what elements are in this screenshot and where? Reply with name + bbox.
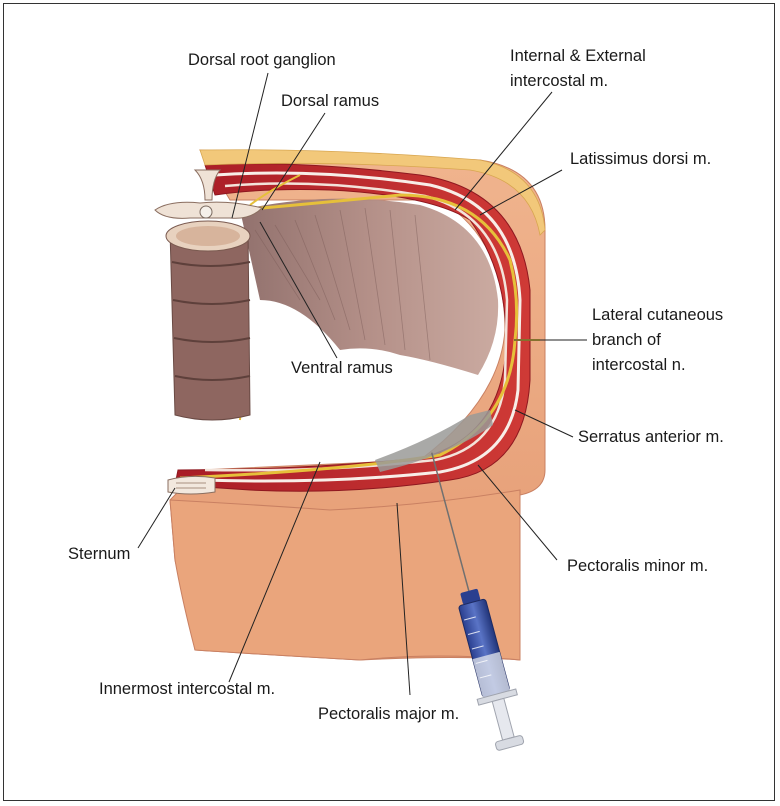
label-ventral-ramus: Ventral ramus bbox=[291, 359, 393, 377]
intercostal-nerve bbox=[179, 193, 519, 480]
injectate-spread bbox=[375, 410, 493, 472]
label-lateral-cutaneous-line1: Lateral cutaneous bbox=[592, 306, 724, 324]
sternum-shape bbox=[167, 475, 216, 495]
fascia-layer-outer bbox=[199, 171, 522, 483]
label-innermost-intercostal: Innermost intercostal m. bbox=[99, 680, 276, 698]
vertebral-column bbox=[165, 220, 251, 421]
label-internal-external-line2: intercostal m. bbox=[510, 72, 609, 90]
subcutaneous-fat bbox=[199, 149, 546, 236]
label-dorsal-ramus: Dorsal ramus bbox=[281, 92, 380, 110]
label-lateral-cutaneous-line3: intercostal n. bbox=[592, 356, 686, 374]
syringe bbox=[431, 452, 525, 751]
anterior-skin-block bbox=[169, 489, 521, 661]
label-lateral-cutaneous-line2: branch of bbox=[592, 331, 661, 349]
label-pectoralis-major: Pectoralis major m. bbox=[318, 705, 460, 723]
needle bbox=[431, 452, 471, 593]
label-serratus-anterior: Serratus anterior m. bbox=[578, 428, 724, 446]
dorsal-ramus-nerve bbox=[249, 174, 301, 206]
label-latissimus-dorsi: Latissimus dorsi m. bbox=[570, 150, 712, 168]
leader-lines bbox=[137, 72, 587, 696]
label-internal-external-line1: Internal & External bbox=[510, 47, 646, 65]
label-sternum: Sternum bbox=[68, 545, 131, 563]
figure-frame bbox=[3, 3, 775, 801]
muscle-striations bbox=[254, 207, 431, 361]
thoracic-cavity-wall bbox=[240, 198, 499, 375]
label-dorsal-root-ganglion: Dorsal root ganglion bbox=[188, 51, 336, 69]
label-pectoralis-minor: Pectoralis minor m. bbox=[567, 557, 709, 575]
